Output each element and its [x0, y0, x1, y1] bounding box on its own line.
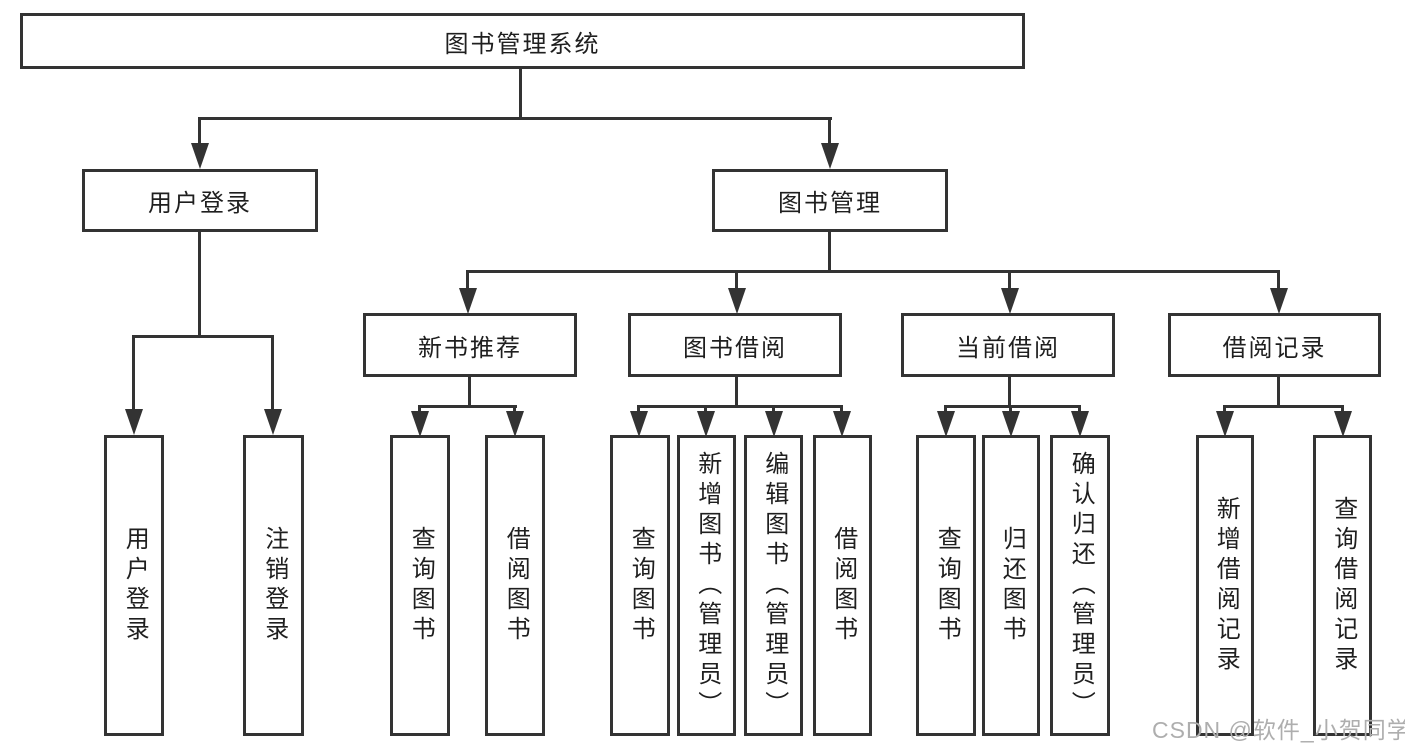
connector-mgmt-hline [466, 270, 1280, 273]
leaf-add-borrow-record: 新增借阅记录 [1196, 435, 1254, 736]
connector-arrow-stem [735, 270, 738, 290]
node-borrow-records: 借阅记录 [1168, 313, 1381, 377]
arrowhead-down-icon [264, 409, 282, 435]
node-user-login-label: 用户登录 [148, 190, 252, 217]
connector-user-stem [198, 232, 201, 338]
leaf-logout-label: 注销登录 [260, 525, 288, 646]
leaf-confirm-return-admin-label: 确认归还（管理员） [1067, 450, 1095, 721]
connector-arrow-stem [271, 335, 274, 411]
connector-borrow-hline [637, 405, 842, 408]
arrowhead-down-icon [728, 288, 746, 314]
leaf-newbook-query-label: 查询图书 [407, 525, 435, 646]
leaf-current-query: 查询图书 [916, 435, 976, 736]
connector-records-stem [1277, 377, 1280, 408]
arrowhead-down-icon [697, 411, 715, 437]
node-book-borrow-label: 图书借阅 [683, 334, 787, 362]
arrowhead-down-icon [1216, 411, 1234, 437]
leaf-user-login: 用户登录 [104, 435, 164, 736]
node-borrow-records-label: 借阅记录 [1222, 334, 1327, 362]
connector-arrow-stem [828, 117, 831, 146]
connector-records-hline [1223, 405, 1343, 408]
leaf-borrow-query-label: 查询图书 [627, 525, 655, 646]
arrowhead-down-icon [125, 409, 143, 435]
leaf-query-borrow-record: 查询借阅记录 [1313, 435, 1372, 736]
leaf-query-borrow-record-label: 查询借阅记录 [1329, 495, 1357, 676]
arrowhead-down-icon [765, 411, 783, 437]
arrowhead-down-icon [821, 143, 839, 169]
connector-arrow-stem [1078, 405, 1081, 413]
arrowhead-down-icon [411, 411, 429, 437]
leaf-newbook-borrow-label: 借阅图书 [502, 525, 530, 646]
connector-arrow-stem [1277, 270, 1280, 290]
leaf-borrow-book: 借阅图书 [813, 435, 872, 736]
arrowhead-down-icon [1270, 288, 1288, 314]
leaf-return-book: 归还图书 [982, 435, 1040, 736]
connector-arrow-stem [772, 405, 775, 413]
connector-arrow-stem [466, 270, 469, 290]
leaf-add-borrow-record-label: 新增借阅记录 [1212, 495, 1240, 676]
csdn-watermark: CSDN @软件_小贺同学 [1152, 717, 1405, 743]
connector-arrow-stem [1008, 270, 1011, 290]
connector-current-hline [944, 405, 1081, 408]
connector-arrow-stem [1341, 405, 1344, 413]
connector-borrow-stem [735, 377, 738, 408]
node-user-login: 用户登录 [82, 169, 318, 232]
connector-current-stem [1008, 377, 1011, 408]
node-root-label: 图书管理系统 [444, 30, 601, 58]
arrowhead-down-icon [191, 143, 209, 169]
node-book-borrow: 图书借阅 [628, 313, 842, 377]
arrowhead-down-icon [1071, 411, 1089, 437]
node-current-borrow: 当前借阅 [901, 313, 1115, 377]
leaf-newbook-query: 查询图书 [390, 435, 450, 736]
node-new-book-recommend: 新书推荐 [363, 313, 577, 377]
leaf-edit-book-admin: 编辑图书（管理员） [744, 435, 803, 736]
connector-newbook-stem [468, 377, 471, 408]
leaf-borrow-book-label: 借阅图书 [829, 525, 857, 646]
node-book-management: 图书管理 [712, 169, 948, 232]
leaf-add-book-admin-label: 新增图书（管理员） [693, 450, 721, 721]
arrowhead-down-icon [833, 411, 851, 437]
leaf-borrow-query: 查询图书 [610, 435, 670, 736]
node-book-management-label: 图书管理 [778, 190, 882, 217]
leaf-confirm-return-admin: 确认归还（管理员） [1050, 435, 1110, 736]
connector-mgmt-stem [828, 232, 831, 273]
connector-arrow-stem [198, 117, 201, 146]
connector-arrow-stem [1223, 405, 1226, 413]
connector-arrow-stem [418, 405, 421, 413]
connector-arrow-stem [132, 335, 135, 411]
connector-arrow-stem [1009, 405, 1012, 413]
arrowhead-down-icon [1334, 411, 1352, 437]
leaf-newbook-borrow: 借阅图书 [485, 435, 545, 736]
connector-arrow-stem [704, 405, 707, 413]
arrowhead-down-icon [937, 411, 955, 437]
arrowhead-down-icon [1002, 411, 1020, 437]
connector-arrow-stem [840, 405, 843, 413]
node-root: 图书管理系统 [20, 13, 1025, 69]
connector-root-hline [198, 117, 832, 120]
leaf-edit-book-admin-label: 编辑图书（管理员） [760, 450, 788, 721]
connector-newbook-hline [418, 405, 517, 408]
node-current-borrow-label: 当前借阅 [956, 334, 1060, 362]
leaf-logout: 注销登录 [243, 435, 304, 736]
leaf-user-login-label: 用户登录 [121, 525, 149, 646]
leaf-current-query-label: 查询图书 [933, 525, 961, 646]
connector-arrow-stem [637, 405, 640, 413]
connector-user-hline [132, 335, 274, 338]
arrowhead-down-icon [1001, 288, 1019, 314]
arrowhead-down-icon [506, 411, 524, 437]
connector-arrow-stem [513, 405, 516, 413]
connector-arrow-stem [944, 405, 947, 413]
leaf-return-book-label: 归还图书 [998, 525, 1026, 646]
arrowhead-down-icon [630, 411, 648, 437]
leaf-add-book-admin: 新增图书（管理员） [677, 435, 736, 736]
node-new-book-recommend-label: 新书推荐 [418, 334, 522, 362]
connector-root-stem [519, 69, 522, 120]
arrowhead-down-icon [459, 288, 477, 314]
